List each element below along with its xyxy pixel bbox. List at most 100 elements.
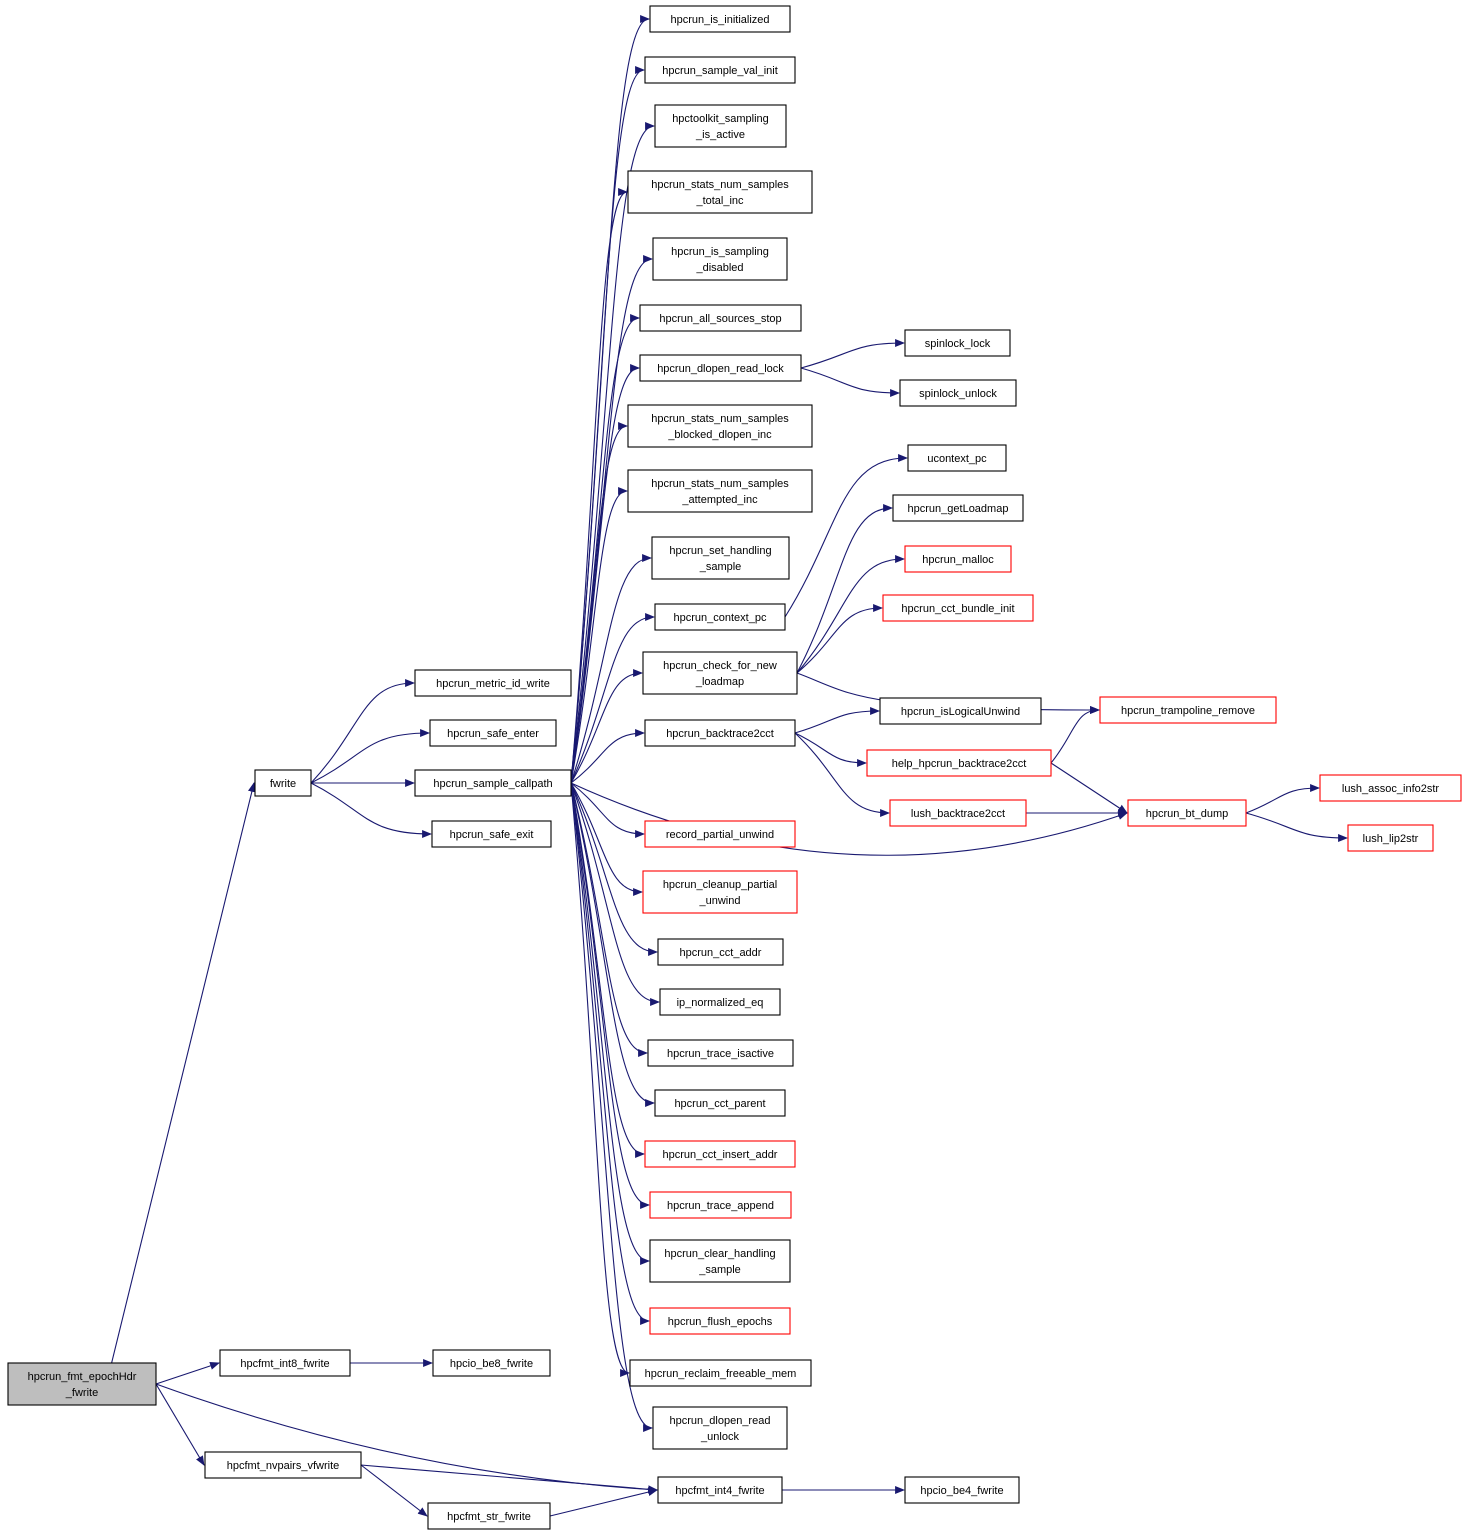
node-hpcrun_is_sampling_disabled[interactable]: hpcrun_is_sampling_disabled <box>652 237 788 281</box>
node-hpcrun_getLoadmap[interactable]: hpcrun_getLoadmap <box>892 494 1024 522</box>
node-hpcrun_sample_val_init[interactable]: hpcrun_sample_val_init <box>644 56 796 84</box>
node-box-hpcrun_dlopen_read_lock[interactable] <box>639 354 802 382</box>
node-hpcfmt_int8_fwrite[interactable]: hpcfmt_int8_fwrite <box>219 1349 351 1377</box>
node-box-ip_normalized_eq[interactable] <box>659 988 781 1016</box>
node-hpcrun_trace_append[interactable]: hpcrun_trace_append <box>649 1191 792 1219</box>
node-box-hpcrun_context_pc[interactable] <box>654 603 786 631</box>
node-hpcfmt_nvpairs_vfwrite[interactable]: hpcfmt_nvpairs_vfwrite <box>204 1451 362 1479</box>
node-box-hpcfmt_str_fwrite[interactable] <box>427 1502 551 1530</box>
node-hpcfmt_int4_fwrite[interactable]: hpcfmt_int4_fwrite <box>657 1476 783 1504</box>
node-box-hpcrun_cleanup_partial_unwind[interactable] <box>642 870 798 914</box>
node-hpcio_be8_fwrite[interactable]: hpcio_be8_fwrite <box>432 1349 551 1377</box>
node-box-hpcrun_clear_handling_sample[interactable] <box>649 1239 791 1283</box>
node-hpcrun_isLogicalUnwind[interactable]: hpcrun_isLogicalUnwind <box>879 697 1042 725</box>
node-hpcrun_flush_epochs[interactable]: hpcrun_flush_epochs <box>649 1307 791 1335</box>
node-box-hpcrun_set_handling_sample[interactable] <box>651 536 790 580</box>
node-box-hpcrun_cct_insert_addr[interactable] <box>644 1140 796 1168</box>
node-hpcrun_cct_addr[interactable]: hpcrun_cct_addr <box>657 938 784 966</box>
node-hpcrun_check_for_new_loadmap[interactable]: hpcrun_check_for_new_loadmap <box>642 651 798 695</box>
node-box-record_partial_unwind[interactable] <box>644 820 796 848</box>
node-hpcrun_stats_num_samples_total_inc[interactable]: hpcrun_stats_num_samples_total_inc <box>627 170 813 214</box>
node-box-lush_lip2str[interactable] <box>1347 824 1434 852</box>
node-spinlock_lock[interactable]: spinlock_lock <box>904 329 1011 357</box>
node-box-hpcfmt_int4_fwrite[interactable] <box>657 1476 783 1504</box>
node-hpctoolkit_sampling_is_active[interactable]: hpctoolkit_sampling_is_active <box>654 104 787 148</box>
node-box-lush_assoc_info2str[interactable] <box>1319 774 1462 802</box>
node-lush_assoc_info2str[interactable]: lush_assoc_info2str <box>1319 774 1462 802</box>
node-box-hpcrun_dlopen_read_unlock[interactable] <box>652 1406 788 1450</box>
node-hpcrun_dlopen_read_lock[interactable]: hpcrun_dlopen_read_lock <box>639 354 802 382</box>
node-box-hpcio_be4_fwrite[interactable] <box>904 1476 1020 1504</box>
node-box-lush_backtrace2cct[interactable] <box>889 799 1027 827</box>
node-box-hpcrun_reclaim_freeable_mem[interactable] <box>629 1359 812 1387</box>
node-box-hpcrun_flush_epochs[interactable] <box>649 1307 791 1335</box>
node-box-hpcrun_stats_num_samples_blocked_dlopen_inc[interactable] <box>627 404 813 448</box>
node-hpcrun_reclaim_freeable_mem[interactable]: hpcrun_reclaim_freeable_mem <box>629 1359 812 1387</box>
node-hpcrun_clear_handling_sample[interactable]: hpcrun_clear_handling_sample <box>649 1239 791 1283</box>
node-box-hpctoolkit_sampling_is_active[interactable] <box>654 104 787 148</box>
node-box-hpcfmt_int8_fwrite[interactable] <box>219 1349 351 1377</box>
node-box-hpcrun_bt_dump[interactable] <box>1127 799 1247 827</box>
node-hpcrun_cct_insert_addr[interactable]: hpcrun_cct_insert_addr <box>644 1140 796 1168</box>
node-box-hpcrun_cct_addr[interactable] <box>657 938 784 966</box>
node-box-spinlock_lock[interactable] <box>904 329 1011 357</box>
node-hpcrun_set_handling_sample[interactable]: hpcrun_set_handling_sample <box>651 536 790 580</box>
node-box-hpcrun_sample_val_init[interactable] <box>644 56 796 84</box>
node-hpcrun_metric_id_write[interactable]: hpcrun_metric_id_write <box>414 669 572 697</box>
node-box-hpcrun_fmt_epochHdr_fwrite[interactable] <box>7 1362 157 1406</box>
node-lush_backtrace2cct[interactable]: lush_backtrace2cct <box>889 799 1027 827</box>
node-hpcio_be4_fwrite[interactable]: hpcio_be4_fwrite <box>904 1476 1020 1504</box>
node-hpcrun_dlopen_read_unlock[interactable]: hpcrun_dlopen_read_unlock <box>652 1406 788 1450</box>
node-hpcrun_cct_bundle_init[interactable]: hpcrun_cct_bundle_init <box>882 594 1034 622</box>
node-hpcrun_safe_exit[interactable]: hpcrun_safe_exit <box>431 820 552 848</box>
node-hpcrun_stats_num_samples_attempted_inc[interactable]: hpcrun_stats_num_samples_attempted_inc <box>627 469 813 513</box>
node-ip_normalized_eq[interactable]: ip_normalized_eq <box>659 988 781 1016</box>
node-hpcrun_is_initialized[interactable]: hpcrun_is_initialized <box>649 5 791 33</box>
node-fwrite[interactable]: fwrite <box>254 769 312 797</box>
node-hpcrun_safe_enter[interactable]: hpcrun_safe_enter <box>429 719 557 747</box>
node-box-ucontext_pc[interactable] <box>907 444 1007 472</box>
node-hpcrun_stats_num_samples_blocked_dlopen_inc[interactable]: hpcrun_stats_num_samples_blocked_dlopen_… <box>627 404 813 448</box>
node-spinlock_unlock[interactable]: spinlock_unlock <box>899 379 1017 407</box>
node-hpcrun_cct_parent[interactable]: hpcrun_cct_parent <box>654 1089 786 1117</box>
node-hpcrun_all_sources_stop[interactable]: hpcrun_all_sources_stop <box>639 304 802 332</box>
node-hpcrun_cleanup_partial_unwind[interactable]: hpcrun_cleanup_partial_unwind <box>642 870 798 914</box>
node-hpcfmt_str_fwrite[interactable]: hpcfmt_str_fwrite <box>427 1502 551 1530</box>
node-box-hpcrun_sample_callpath[interactable] <box>414 769 572 797</box>
node-box-spinlock_unlock[interactable] <box>899 379 1017 407</box>
node-box-hpcrun_safe_exit[interactable] <box>431 820 552 848</box>
node-box-hpcrun_is_initialized[interactable] <box>649 5 791 33</box>
node-box-hpcrun_check_for_new_loadmap[interactable] <box>642 651 798 695</box>
node-box-hpcrun_stats_num_samples_attempted_inc[interactable] <box>627 469 813 513</box>
node-box-hpcrun_trace_isactive[interactable] <box>647 1039 794 1067</box>
node-box-hpcio_be8_fwrite[interactable] <box>432 1349 551 1377</box>
node-hpcrun_context_pc[interactable]: hpcrun_context_pc <box>654 603 786 631</box>
node-box-hpcrun_getLoadmap[interactable] <box>892 494 1024 522</box>
node-box-hpcrun_is_sampling_disabled[interactable] <box>652 237 788 281</box>
node-box-hpcrun_isLogicalUnwind[interactable] <box>879 697 1042 725</box>
node-box-hpcrun_safe_enter[interactable] <box>429 719 557 747</box>
node-box-hpcrun_backtrace2cct[interactable] <box>644 719 796 747</box>
node-box-help_hpcrun_backtrace2cct[interactable] <box>866 749 1052 777</box>
node-box-fwrite[interactable] <box>254 769 312 797</box>
node-box-hpcrun_cct_bundle_init[interactable] <box>882 594 1034 622</box>
node-box-hpcfmt_nvpairs_vfwrite[interactable] <box>204 1451 362 1479</box>
node-box-hpcrun_cct_parent[interactable] <box>654 1089 786 1117</box>
node-ucontext_pc[interactable]: ucontext_pc <box>907 444 1007 472</box>
node-box-hpcrun_malloc[interactable] <box>904 545 1012 573</box>
node-box-hpcrun_trampoline_remove[interactable] <box>1099 696 1277 724</box>
node-hpcrun_bt_dump[interactable]: hpcrun_bt_dump <box>1127 799 1247 827</box>
node-hpcrun_backtrace2cct[interactable]: hpcrun_backtrace2cct <box>644 719 796 747</box>
node-lush_lip2str[interactable]: lush_lip2str <box>1347 824 1434 852</box>
node-hpcrun_sample_callpath[interactable]: hpcrun_sample_callpath <box>414 769 572 797</box>
node-hpcrun_trace_isactive[interactable]: hpcrun_trace_isactive <box>647 1039 794 1067</box>
node-hpcrun_trampoline_remove[interactable]: hpcrun_trampoline_remove <box>1099 696 1277 724</box>
node-record_partial_unwind[interactable]: record_partial_unwind <box>644 820 796 848</box>
node-box-hpcrun_trace_append[interactable] <box>649 1191 792 1219</box>
node-hpcrun_malloc[interactable]: hpcrun_malloc <box>904 545 1012 573</box>
node-box-hpcrun_all_sources_stop[interactable] <box>639 304 802 332</box>
node-help_hpcrun_backtrace2cct[interactable]: help_hpcrun_backtrace2cct <box>866 749 1052 777</box>
node-hpcrun_fmt_epochHdr_fwrite[interactable]: hpcrun_fmt_epochHdr_fwrite <box>7 1362 157 1406</box>
node-box-hpcrun_stats_num_samples_total_inc[interactable] <box>627 170 813 214</box>
node-box-hpcrun_metric_id_write[interactable] <box>414 669 572 697</box>
